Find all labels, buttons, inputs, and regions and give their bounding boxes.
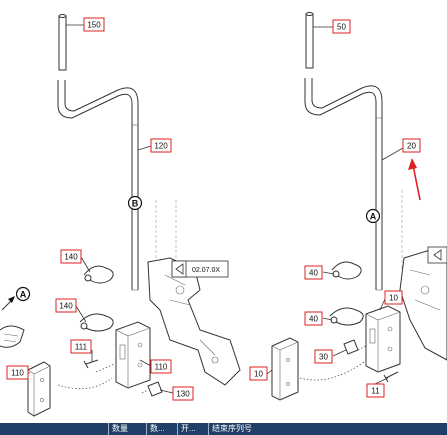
circle-label-a-right[interactable]: A [365, 208, 381, 224]
callout-140-upper[interactable]: 140 [60, 249, 82, 264]
svg-text:A: A [20, 290, 27, 300]
reference-tag-fragment [427, 246, 447, 264]
callout-150[interactable]: 150 [83, 17, 105, 32]
svg-text:120: 120 [154, 142, 168, 151]
lock-block-right [365, 305, 401, 373]
spring-clip-right-lower [329, 307, 364, 326]
callout-40-lower[interactable]: 40 [304, 311, 323, 326]
parts-diagram: 02.07.0X B A A 150 [0, 12, 447, 417]
svg-text:40: 40 [309, 269, 318, 278]
bent-rod-part-120 [57, 80, 133, 290]
right-assembly [271, 12, 447, 401]
bolt-part-111 [83, 359, 99, 369]
header-col-2[interactable]: 数... [146, 423, 177, 435]
svg-text:140: 140 [59, 302, 73, 311]
reference-tag: 02.07.0X [171, 260, 229, 278]
callout-140-lower[interactable]: 140 [55, 298, 77, 313]
circle-label-a-left[interactable]: A [15, 286, 31, 302]
callout-10-block[interactable]: 10 [384, 290, 403, 305]
circle-label-b[interactable]: B [127, 195, 143, 211]
svg-text:150: 150 [87, 21, 101, 30]
reference-tag-text: 02.07.0X [192, 267, 220, 274]
svg-text:A: A [370, 212, 377, 222]
switch-part-30 [343, 339, 359, 355]
spring-clip-upper [83, 265, 114, 284]
svg-text:10: 10 [389, 294, 398, 303]
header-quantity[interactable]: 数量 [108, 423, 146, 435]
callout-30[interactable]: 30 [314, 349, 333, 364]
callout-11[interactable]: 11 [366, 383, 385, 398]
svg-text:140: 140 [64, 253, 78, 262]
svg-text:30: 30 [319, 353, 328, 362]
switch-part-130 [147, 381, 163, 397]
callout-110-center[interactable]: 110 [150, 359, 172, 374]
callout-111[interactable]: 111 [70, 339, 92, 354]
callout-40-upper[interactable]: 40 [304, 265, 323, 280]
screw-part-11 [383, 371, 399, 383]
callout-110-left[interactable]: 110 [6, 365, 29, 380]
header-end-serial[interactable]: 结束序列号 [208, 423, 447, 435]
lock-block-center [115, 321, 151, 389]
svg-text:40: 40 [309, 315, 318, 324]
rod-part-50 [305, 13, 314, 69]
header-blank [0, 423, 108, 435]
svg-text:111: 111 [75, 343, 88, 352]
callout-120[interactable]: 120 [150, 138, 172, 153]
rod-part-150 [58, 15, 67, 71]
mounting-plate-left [27, 361, 51, 417]
callout-10-plate[interactable]: 10 [249, 366, 268, 381]
header-start[interactable]: 开... [177, 423, 208, 435]
parts-table-header: 数量 数... 开... 结束序列号 [0, 423, 447, 435]
svg-text:110: 110 [11, 369, 24, 378]
spring-clip-right-upper [331, 261, 362, 280]
svg-text:B: B [132, 199, 139, 209]
bent-rod-part-20 [304, 78, 377, 290]
frame-bracket-right [399, 249, 447, 361]
svg-text:110: 110 [155, 363, 168, 372]
callout-50[interactable]: 50 [332, 19, 351, 34]
svg-text:130: 130 [176, 390, 190, 399]
svg-text:11: 11 [371, 387, 380, 396]
callout-20[interactable]: 20 [402, 138, 421, 153]
spring-clip-lower [79, 313, 114, 332]
leader-lines [28, 24, 404, 394]
left-assembly [0, 14, 241, 417]
svg-text:20: 20 [407, 142, 416, 151]
svg-text:10: 10 [254, 370, 263, 379]
mounting-plate-right [271, 337, 299, 401]
callout-130[interactable]: 130 [172, 386, 194, 401]
svg-text:50: 50 [337, 23, 346, 32]
